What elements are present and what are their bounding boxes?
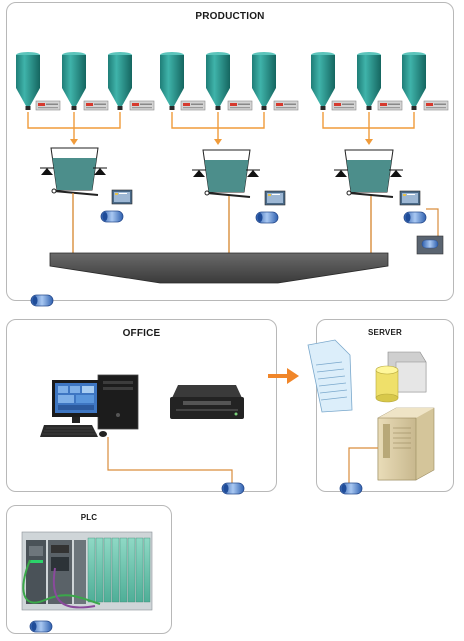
server-icon [377,407,435,481]
weighing-tank-icon [334,149,403,198]
scale-display-icon [35,100,61,111]
cable [426,208,439,236]
scale-display-icon [377,100,403,111]
scale-display-icon [180,100,206,111]
silo-icon [402,52,426,110]
cable [348,447,378,484]
silo-icon [311,52,335,110]
silo-icon [160,52,184,110]
office-title: OFFICE [122,328,161,339]
silo-group-3 [311,52,449,111]
network-node-icon [30,294,54,307]
network-node-icon [403,211,427,224]
network-node-icon [416,235,444,255]
silo-icon [357,52,381,110]
silo-group-1 [16,52,155,111]
tank-controller-icon [111,189,133,205]
network-node-icon [29,620,53,633]
computer-icon [40,374,139,437]
collector-arrows [70,139,373,145]
scale-display-icon [83,100,109,111]
tank-controller-icon [264,190,286,206]
silo-icon [206,52,230,110]
database-icon [375,351,427,403]
network-node-icon [100,210,124,223]
plc-cable-purple [52,567,96,609]
network-node-icon [339,482,363,495]
scale-display-icon [423,100,449,111]
tank-controller-icon [399,190,421,206]
plc-title: PLC [80,513,98,522]
server-title: SERVER [368,328,402,337]
silo-group-2 [160,52,299,111]
silo-icon [62,52,86,110]
silo-icon [108,52,132,110]
document-icon [307,339,353,413]
silo-icon [252,52,276,110]
production-title: PRODUCTION [195,11,265,22]
printer-icon [170,385,244,419]
collector-hopper-icon [49,252,389,284]
scale-display-icon [227,100,253,111]
weighing-tank-icon [192,149,260,198]
weighing-tank-icon [40,147,107,196]
plc-rack-icon [21,531,153,611]
scale-display-icon [129,100,155,111]
network-node-icon [255,211,279,224]
cable [107,437,233,486]
scale-display-icon [273,100,299,111]
plc-io-modules [87,537,151,603]
tank-discharge-lines [72,193,372,253]
network-node-icon [221,482,245,495]
data-flow-arrow-icon [268,368,299,384]
silo-collector-lines [27,112,415,140]
scale-display-icon [331,100,357,111]
plc-cable-green [22,559,101,605]
